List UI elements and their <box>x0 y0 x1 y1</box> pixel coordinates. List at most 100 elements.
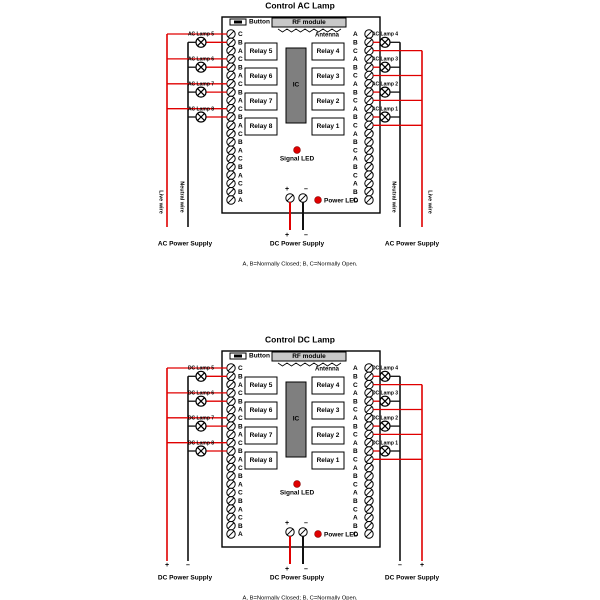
terminal-letter-right: A <box>353 156 358 163</box>
terminal-letter-right: C <box>353 48 358 55</box>
diagram-title: Control DC Lamp <box>265 334 335 344</box>
terminal-screw-left <box>226 504 236 514</box>
screw-slot <box>227 196 235 204</box>
screw-slot <box>227 389 235 397</box>
terminal-screw-right <box>364 421 374 431</box>
terminal-screw-left <box>226 95 236 106</box>
terminal-letter-left: A <box>238 123 243 130</box>
screw-slot <box>227 113 235 121</box>
right-lamp-icon <box>379 395 391 407</box>
terminal-letter-right: B <box>353 448 358 455</box>
screw-slot <box>365 389 373 397</box>
relay-label: Relay 2 <box>317 98 340 105</box>
left-lamp-label: AC Lamp 7 <box>188 81 214 87</box>
screw-slot <box>227 39 235 46</box>
screw-slot <box>227 171 235 179</box>
relay-relay-2 <box>311 92 345 111</box>
lamp-cross-b <box>197 447 205 455</box>
terminal-letter-left: A <box>238 73 243 80</box>
right-lamp-label: DC Lamp 2 <box>372 415 398 421</box>
signal-led-label: Signal LED <box>280 490 315 497</box>
terminal-letter-right: A <box>353 415 358 422</box>
terminal-letter-right: C <box>353 73 358 80</box>
terminal-letter-left: A <box>238 147 243 154</box>
relay-label: Relay 8 <box>250 457 273 464</box>
left-lamp-icon <box>195 445 207 457</box>
terminal-letter-right: B <box>353 398 358 405</box>
center-supply-label: DC Power Supply <box>270 575 325 582</box>
relay-relay-4 <box>311 42 345 61</box>
screw-slot <box>365 130 373 137</box>
terminal-screw-right <box>364 404 374 415</box>
left-supply-label: DC Power Supply <box>158 575 213 582</box>
screw-slot <box>365 64 373 71</box>
terminal-screw-right <box>364 137 374 147</box>
terminal-screw-right <box>364 104 374 114</box>
right-lamp-label: AC Lamp 1 <box>372 106 398 112</box>
terminal-screw-left <box>226 529 236 539</box>
terminal-screw-left <box>226 396 236 406</box>
terminal-screw-left <box>226 104 236 114</box>
screw-slot <box>227 439 235 446</box>
right-lamp-label: AC Lamp 3 <box>372 57 398 63</box>
screw-slot <box>227 30 235 38</box>
dc-terminal-plus-sign: + <box>285 520 289 527</box>
dc-terminal-minus <box>298 193 308 203</box>
terminal-screw-right <box>364 379 374 390</box>
relay-relay-8 <box>244 451 278 470</box>
relay-label: Relay 4 <box>317 48 340 55</box>
antenna-coil <box>277 362 342 367</box>
screw-slot <box>227 514 235 521</box>
terminal-screw-right <box>364 87 374 97</box>
relay-label: Relay 5 <box>250 382 273 389</box>
terminal-letter-right: C <box>353 481 358 488</box>
screw-slot <box>227 381 235 388</box>
terminal-letter-left: B <box>238 189 243 196</box>
terminal-letter-left: B <box>238 40 243 47</box>
left-lamp-icon <box>195 420 207 432</box>
screw-slot <box>227 464 235 471</box>
terminal-screw-left <box>226 371 236 381</box>
signal-led <box>293 146 301 154</box>
terminal-screw-right <box>364 454 374 464</box>
dc-supply-minus-sign: – <box>304 232 308 239</box>
terminal-letter-left: C <box>238 106 243 113</box>
screw-slot <box>227 505 235 513</box>
screw-slot <box>227 97 235 104</box>
terminal-screw-left <box>226 487 236 498</box>
lamp-cross-b <box>197 63 205 72</box>
terminal-screw-left <box>226 70 236 81</box>
button-label: Button <box>249 19 270 26</box>
relay-label: Relay 3 <box>317 73 340 80</box>
terminal-screw-left <box>226 37 236 47</box>
relay-relay-2 <box>311 426 345 445</box>
terminal-screw-right <box>364 145 374 155</box>
relay-label: Relay 5 <box>250 48 273 55</box>
terminal-screw-left <box>226 45 236 56</box>
screw-slot <box>365 381 373 388</box>
relay-relay-6 <box>244 67 278 86</box>
terminal-screw-right <box>364 504 374 514</box>
relay-label: Relay 2 <box>317 432 340 439</box>
terminal-screw-left <box>226 87 236 97</box>
right-supply-label: AC Power Supply <box>385 241 440 248</box>
terminal-screw-left <box>226 429 236 440</box>
relay-relay-5 <box>244 42 278 61</box>
relay-relay-4 <box>311 376 345 395</box>
terminal-letter-right: A <box>353 56 358 63</box>
terminal-letter-right: C <box>353 197 358 204</box>
dc-terminal-plus <box>285 527 295 537</box>
lamp-cross-b <box>197 88 205 97</box>
screw-slot <box>365 72 373 79</box>
screw-slot <box>365 481 373 488</box>
ic-chip <box>285 381 307 458</box>
terminal-letter-right: C <box>353 382 358 389</box>
terminal-screw-right <box>364 153 374 164</box>
terminal-letter-left: C <box>238 156 243 163</box>
terminal-letter-right: A <box>353 390 358 397</box>
terminal-letter-right: C <box>353 531 358 538</box>
right-lamp-label: DC Lamp 3 <box>372 391 398 397</box>
terminal-screw-left <box>226 388 236 398</box>
screw-slot <box>365 105 373 112</box>
right-supply-plus-sign: + <box>420 562 424 569</box>
